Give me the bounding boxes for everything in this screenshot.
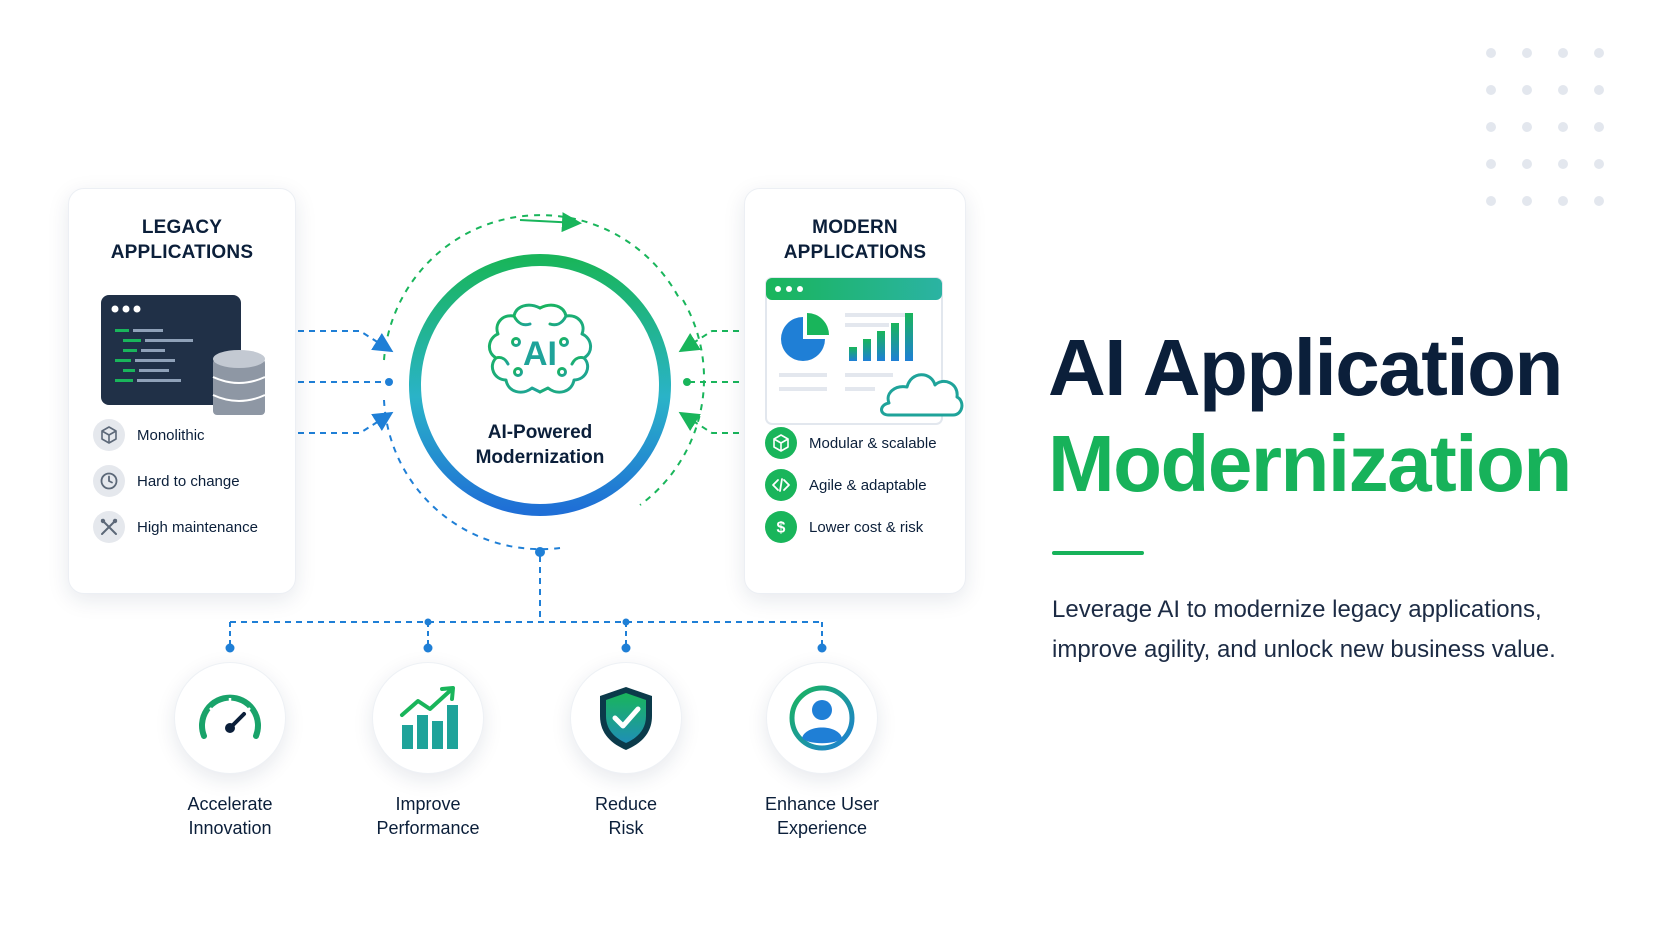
benefit-label: Accelerate Innovation bbox=[187, 794, 273, 838]
growth-chart-icon bbox=[400, 686, 458, 749]
benefit-icon-circle bbox=[570, 662, 682, 774]
hero-title-line2: Modernization bbox=[1048, 419, 1572, 508]
benefit-icon-circle bbox=[766, 662, 878, 774]
benefit-reduce-risk: Reduce Risk bbox=[536, 662, 716, 840]
legacy-arrow-top bbox=[298, 330, 394, 353]
legacy-code-terminal-icon bbox=[101, 295, 266, 415]
benefit-label: Enhance User Experience bbox=[764, 794, 880, 838]
feature-label: Agile & adaptable bbox=[809, 476, 927, 494]
user-icon bbox=[789, 685, 855, 751]
modern-card-title: MODERN APPLICATIONS bbox=[783, 217, 927, 263]
brain-icon bbox=[488, 303, 592, 394]
modern-applications-card: MODERN APPLICATIONS bbox=[744, 188, 966, 594]
orbit-arrow bbox=[519, 212, 582, 233]
benefit-label: Reduce Risk bbox=[594, 794, 658, 838]
modern-arrow-bottom bbox=[678, 411, 750, 434]
feature-label: High maintenance bbox=[137, 518, 258, 536]
benefit-label: Improve Performance bbox=[376, 794, 480, 838]
modern-dashboard-cloud-icon bbox=[765, 277, 964, 425]
feature-label: Hard to change bbox=[137, 472, 240, 490]
orbit-left-arc bbox=[383, 399, 561, 551]
hero-subtitle: Leverage AI to modernize legacy applicat… bbox=[1052, 596, 1556, 663]
dollar-icon: $ bbox=[765, 511, 797, 543]
code-icon bbox=[765, 469, 797, 501]
legacy-applications-card: LEGACY APPLICATIONS Monolithic Hard to c… bbox=[68, 188, 296, 594]
cube-icon bbox=[765, 427, 797, 459]
svg-text:$: $ bbox=[777, 520, 786, 537]
orbit-right-arc bbox=[639, 299, 706, 506]
legacy-card-title: LEGACY APPLICATIONS bbox=[110, 217, 254, 263]
legacy-arrow-bottom bbox=[298, 411, 394, 434]
modern-feature-agile: Agile & adaptable bbox=[765, 469, 927, 501]
hero-title-line1: AI Application bbox=[1048, 323, 1563, 412]
benefit-enhance-user-experience: Enhance User Experience bbox=[732, 662, 912, 840]
tools-icon bbox=[93, 511, 125, 543]
orbit-top-arc bbox=[383, 214, 681, 361]
hub-label-line1: AI-Powered bbox=[487, 422, 593, 443]
benefit-icon-circle bbox=[174, 662, 286, 774]
hero-divider bbox=[1052, 551, 1144, 555]
feature-label: Monolithic bbox=[137, 426, 205, 444]
benefit-icon-circle bbox=[372, 662, 484, 774]
clock-icon bbox=[93, 465, 125, 497]
modern-feature-modular: Modular & scalable bbox=[765, 427, 937, 459]
legacy-feature-high-maintenance: High maintenance bbox=[93, 511, 258, 543]
hub-label: AI-Powered Modernization bbox=[440, 420, 640, 470]
legacy-feature-monolithic: Monolithic bbox=[93, 419, 205, 451]
decorative-dot-grid bbox=[1486, 48, 1616, 208]
modern-arrow-top bbox=[678, 330, 750, 353]
modern-feature-lower-cost: $ Lower cost & risk bbox=[765, 511, 923, 543]
hub-label-line2: Modernization bbox=[475, 447, 605, 468]
shield-check-icon bbox=[600, 687, 652, 750]
feature-label: Lower cost & risk bbox=[809, 518, 924, 536]
benefit-improve-performance: Improve Performance bbox=[338, 662, 518, 840]
feature-label: Modular & scalable bbox=[809, 434, 937, 452]
benefit-accelerate-innovation: Accelerate Innovation bbox=[140, 662, 320, 840]
legacy-feature-hard-to-change: Hard to change bbox=[93, 465, 240, 497]
speedometer-icon bbox=[199, 694, 261, 739]
hub-ai-badge: AI bbox=[523, 335, 557, 373]
cube-icon bbox=[93, 419, 125, 451]
